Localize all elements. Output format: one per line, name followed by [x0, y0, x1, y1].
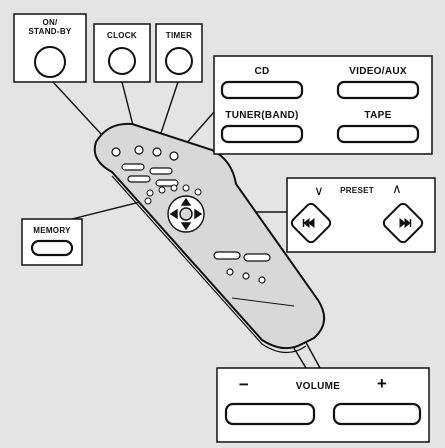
memory-label: MEMORY [33, 226, 71, 235]
video-aux-button[interactable] [336, 80, 420, 100]
remote-cd-button[interactable] [121, 163, 145, 171]
clock-button[interactable] [108, 47, 136, 75]
remote-nav-center[interactable] [179, 207, 193, 221]
remote-extra-button[interactable] [169, 151, 179, 161]
remote-input-buttons [121, 163, 179, 187]
remote-small-button[interactable] [158, 186, 166, 194]
power-label: ON/ STAND-BY [28, 18, 72, 36]
preset-down-symbol: ∨ [314, 183, 324, 198]
power-button[interactable] [34, 46, 66, 78]
remote-small-button[interactable] [242, 272, 250, 280]
timer-button[interactable] [165, 47, 193, 75]
preset-down-button[interactable] [290, 202, 332, 244]
remote-small-button[interactable] [258, 276, 266, 284]
volume-up-button[interactable] [332, 402, 422, 426]
remote-top-buttons [111, 145, 179, 161]
tuner-band-label: TUNER(BAND) [225, 110, 299, 121]
preset-up-symbol: ∧ [392, 181, 402, 196]
preset-buttons [290, 202, 424, 244]
tape-label: TAPE [364, 110, 392, 121]
tape-button[interactable] [336, 124, 420, 144]
volume-plus-symbol: + [376, 374, 388, 393]
video-aux-label: VIDEO/AUX [349, 66, 407, 77]
remote-nav-arrows [169, 197, 203, 231]
cd-button[interactable] [220, 80, 304, 100]
volume-minus-symbol: − [238, 375, 250, 394]
clock-label: CLOCK [107, 31, 137, 40]
preset-label: PRESET [340, 186, 374, 195]
remote-small-button[interactable] [170, 184, 178, 192]
remote-lower-buttons [213, 251, 271, 284]
round-buttons [34, 46, 193, 78]
skip-forward-icon [399, 217, 411, 229]
volume-buttons [224, 402, 422, 426]
preset-up-button[interactable] [382, 202, 424, 244]
remote-volume-down-button[interactable] [213, 251, 241, 260]
remote-small-button[interactable] [226, 268, 234, 276]
remote-divider [231, 297, 295, 307]
remote-video-button[interactable] [149, 167, 173, 175]
volume-label: VOLUME [295, 381, 341, 392]
remote-small-buttons [144, 184, 202, 205]
volume-down-button[interactable] [224, 402, 316, 426]
memory-button[interactable] [30, 239, 74, 257]
remote-timer-button[interactable] [152, 147, 162, 157]
remote-small-button[interactable] [194, 188, 202, 196]
remote-volume-up-button[interactable] [243, 253, 271, 262]
remote-small-button[interactable] [146, 189, 154, 197]
timer-label: TIMER [165, 31, 193, 40]
remote-nav-cluster [167, 195, 205, 233]
remote-tape-button[interactable] [155, 179, 179, 187]
cd-label: CD [254, 66, 270, 77]
remote-power-button[interactable] [111, 147, 121, 157]
remote-tuner-button[interactable] [127, 175, 151, 183]
skip-back-icon [303, 217, 315, 229]
remote-edge [111, 175, 307, 354]
remote-small-button[interactable] [182, 184, 190, 192]
remote-clock-button[interactable] [134, 145, 144, 155]
remote-memory-button[interactable] [144, 197, 152, 205]
remote-control [93, 122, 325, 354]
tuner-band-button[interactable] [220, 124, 304, 144]
input-buttons [220, 80, 420, 144]
remote-body [93, 122, 325, 350]
